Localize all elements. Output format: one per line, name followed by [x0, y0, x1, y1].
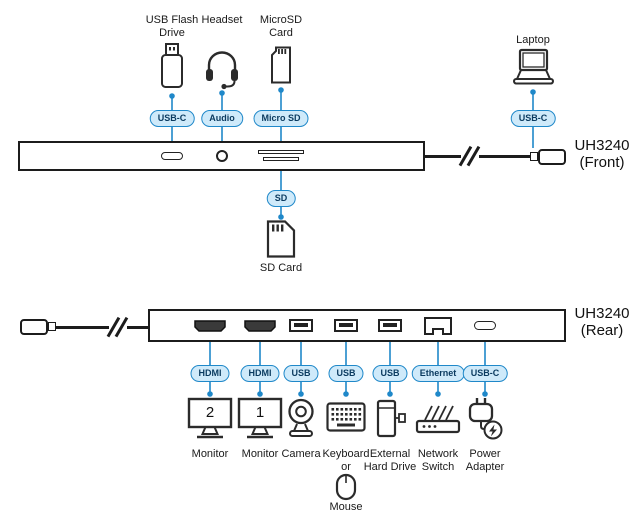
badge-usb-3: USB	[372, 365, 408, 382]
laptop-icon	[513, 48, 554, 85]
model-view-front: (Front)	[579, 154, 625, 171]
usb-a-port-3	[378, 319, 402, 332]
external-hdd-label: External	[369, 448, 411, 460]
usb-a-port-1	[289, 319, 313, 332]
monitor-1-icon	[237, 397, 283, 439]
sd-card-label: SD Card	[259, 262, 303, 274]
mouse-label: Mouse	[329, 501, 363, 513]
usb-c-plug-neck	[530, 152, 538, 161]
external-hard-drive-icon	[376, 399, 406, 438]
badge-usb-c-front: USB-C	[149, 110, 195, 127]
usb-a-port-2	[334, 319, 358, 332]
badge-usb-2: USB	[328, 365, 364, 382]
headset-label: Headset	[201, 14, 243, 26]
power-adapter-label-2: Adapter	[465, 461, 505, 473]
monitor-2-icon	[187, 397, 233, 439]
badge-hdmi-2: HDMI	[240, 365, 280, 382]
badge-ethernet: Ethernet	[411, 365, 465, 382]
usb-flash-drive-label: USB Flash	[145, 14, 199, 26]
model-view-rear: (Rear)	[580, 322, 624, 339]
microsd-card-icon	[271, 46, 291, 84]
usb-c-port-rear	[474, 321, 496, 330]
keyboard-or-label: or	[341, 461, 351, 473]
ethernet-port	[424, 317, 452, 335]
usb-c-port-front	[161, 152, 183, 160]
sd-card-icon	[266, 220, 296, 258]
laptop-label: Laptop	[516, 34, 550, 46]
network-switch-label: Network	[417, 448, 459, 460]
external-hdd-label-2: Hard Drive	[363, 461, 417, 473]
rear-cable-segment	[127, 326, 148, 329]
keyboard-icon	[326, 402, 366, 432]
badge-usb-c-laptop: USB-C	[510, 110, 556, 127]
camera-label: Camera	[281, 448, 321, 460]
usb-flash-drive-icon	[161, 43, 183, 88]
headset-icon	[206, 51, 238, 90]
mouse-icon	[335, 473, 357, 501]
usb-c-plug-icon	[538, 149, 566, 165]
front-cable-segment	[479, 155, 531, 158]
hdmi-port-1	[194, 320, 226, 332]
model-name-rear: UH3240	[574, 305, 630, 322]
usb-c-plug-icon-rear	[20, 319, 48, 335]
badge-audio: Audio	[201, 110, 243, 127]
audio-port	[216, 150, 228, 162]
camera-icon	[288, 398, 314, 437]
monitor-1-number: 1	[255, 404, 265, 421]
microsd-slot	[258, 150, 304, 154]
badge-usb-1: USB	[283, 365, 319, 382]
monitor-1-label: Monitor	[241, 448, 279, 460]
keyboard-label: Keyboard	[322, 448, 370, 460]
badge-micro-sd: Micro SD	[253, 110, 309, 127]
sd-slot	[263, 157, 299, 161]
microsd-card-label-2: Card	[269, 27, 293, 39]
rear-cable-segment	[55, 326, 109, 329]
power-adapter-icon	[468, 398, 503, 440]
microsd-card-label: MicroSD	[259, 14, 303, 26]
network-switch-label-2: Switch	[421, 461, 455, 473]
network-switch-icon	[415, 405, 461, 434]
power-adapter-label: Power	[469, 448, 501, 460]
usb-c-plug-neck-rear	[48, 322, 56, 331]
usb-flash-drive-label-2: Drive	[159, 27, 185, 39]
front-cable-segment	[425, 155, 461, 158]
model-name-front: UH3240	[574, 137, 630, 154]
badge-usb-c-rear: USB-C	[462, 365, 508, 382]
badge-hdmi-1: HDMI	[190, 365, 230, 382]
monitor-2-number: 2	[205, 404, 215, 421]
monitor-2-label: Monitor	[191, 448, 229, 460]
hdmi-port-2	[244, 320, 276, 332]
badge-sd: SD	[266, 190, 296, 207]
